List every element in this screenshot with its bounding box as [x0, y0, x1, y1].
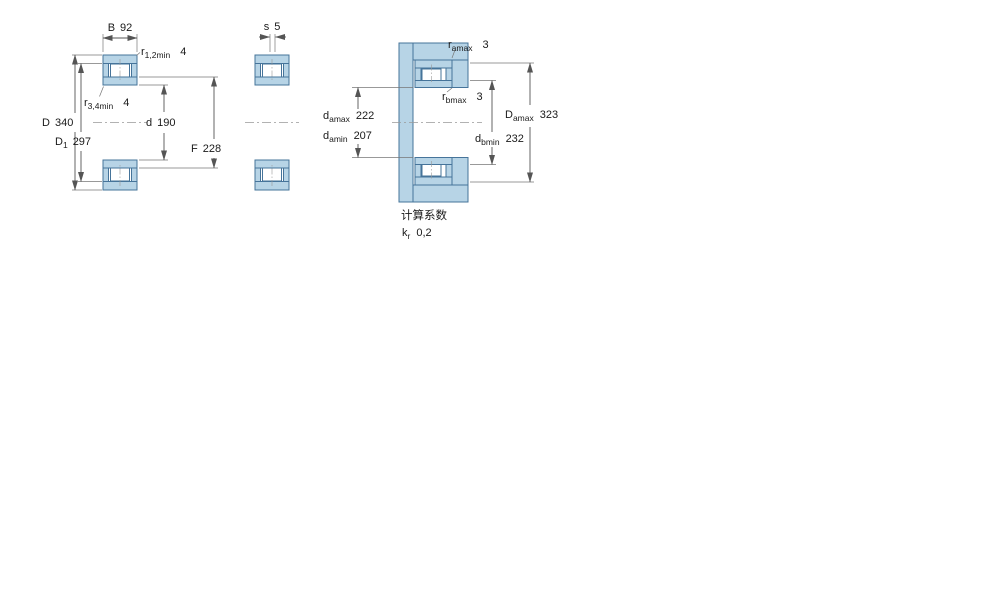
bearing-section-top — [102, 54, 138, 86]
outer-ring-flange — [414, 164, 422, 178]
outer-ring-bottom — [414, 176, 453, 186]
bearing-section-bottom — [102, 159, 138, 191]
inner-ring-bottom — [414, 157, 453, 165]
calc-factors-title: 计算系数 — [401, 208, 447, 222]
abutment-block-bottom — [451, 157, 469, 186]
inner-ring-top — [414, 80, 453, 88]
abutment-block-top — [451, 59, 469, 88]
outer-ring-flange — [445, 67, 453, 81]
housing-bottom — [412, 184, 469, 203]
outer-ring-top — [414, 59, 453, 69]
outer-ring-flange — [445, 164, 453, 178]
bearing-section-top — [254, 54, 290, 86]
bearing-section-bottom — [254, 159, 290, 191]
outer-ring-flange — [414, 67, 422, 81]
